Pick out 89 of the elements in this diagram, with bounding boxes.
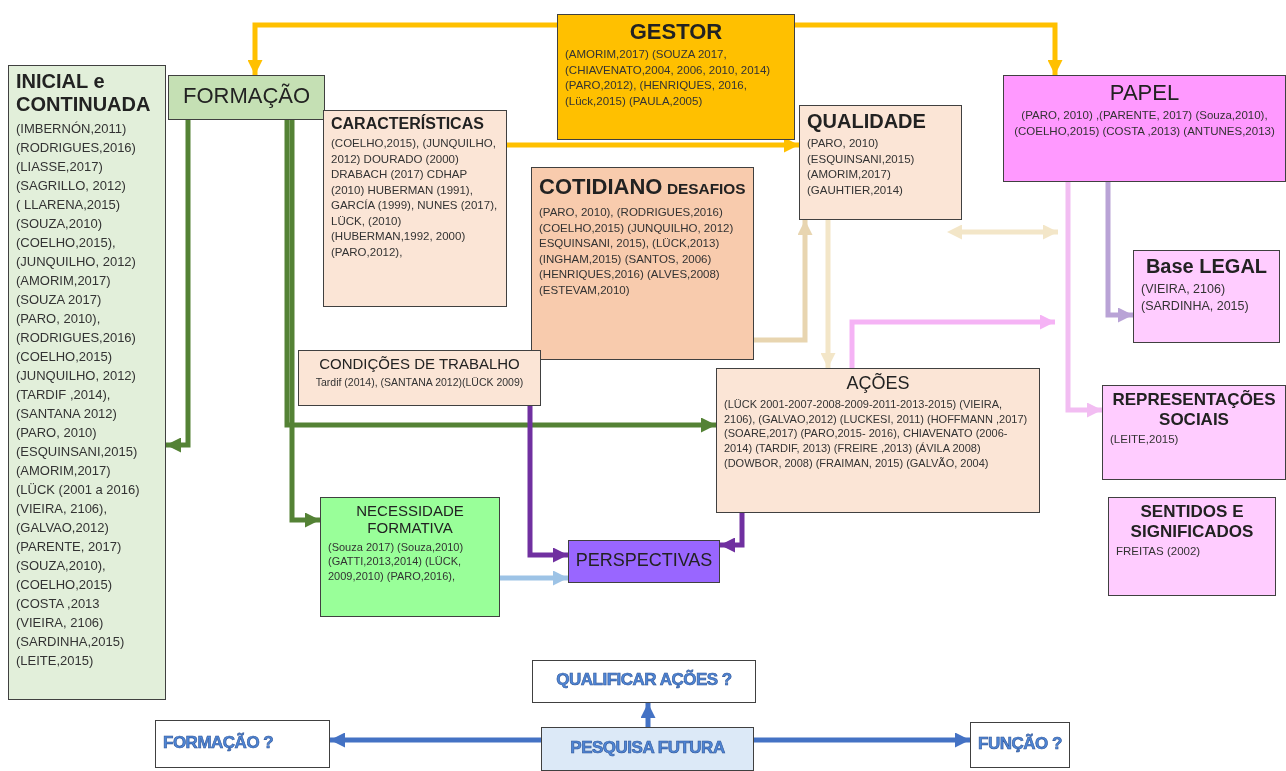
topic-box [298, 350, 541, 406]
reference-text: (PARO, 2010), (RODRIGUES,2016) (COELHO,2015) (JUNQUILHO, 2012) ESQUINSANI, 2015), (LÜCK,2013) (INGHAM,2015) (SANTOS, 2006) (HENRIQUES,2016) (ALVES,2008) (ESTEVAM,2010) [539, 205, 735, 298]
box-heading: PESQUISA FUTURA [570, 737, 725, 758]
box-heading: COTIDIANO [539, 174, 663, 199]
reference-text: (ESQUINSANI,2015) [16, 443, 139, 461]
topic-box [1003, 75, 1286, 182]
reference-text: (TARDIF ,2014), [16, 386, 112, 404]
arrow [330, 732, 541, 748]
reference-text: (VIEIRA, 2106) [16, 614, 105, 632]
arrow [247, 22, 557, 75]
reference-text: ( LLARENA,2015) [16, 196, 122, 214]
reference-text: (AMORIM,2017) [16, 272, 112, 290]
box-heading: SENTIDOS E SIGNIFICADOS [1129, 502, 1255, 542]
box-heading: GESTOR [628, 19, 724, 45]
reference-text: (COSTA ,2013 [16, 595, 101, 613]
arrow [947, 224, 1058, 240]
reference-text: (IMBERNÓN,2011) [16, 120, 128, 138]
reference-text: (SANTANA 2012) [16, 405, 118, 423]
box-heading: AÇÕES [845, 373, 911, 394]
reference-text: FREITAS (2002) [1116, 544, 1202, 560]
box-heading: PAPEL [1108, 80, 1181, 106]
question-box [155, 720, 330, 768]
reference-text: (COELHO,2015), (JUNQUILHO, 2012) DOURADO (2000) DRABACH (2017) CDHAP (2010) HUBERMAN (1991), GARCÍA (1999), NUNES (2017), LÜCK, (2010) (HUBERMAN,1992, 2000) (PARO,2012), [331, 136, 499, 260]
reference-text: (RODRIGUES,2016) [16, 329, 137, 347]
topic-box [568, 540, 720, 583]
topic-box [557, 14, 795, 140]
box-heading: NECESSIDADE FORMATIVA [355, 502, 465, 537]
box-heading: PERSPECTIVAS [575, 549, 713, 571]
arrow [754, 220, 813, 343]
box-heading: QUALIDADE [807, 110, 927, 133]
topic-box [8, 65, 166, 700]
reference-text: (PARENTE, 2017) [16, 538, 123, 556]
arrow [754, 732, 970, 748]
reference-text: (AMORIM,2017) [16, 462, 112, 480]
arrow [500, 570, 568, 586]
reference-text: (SOUZA,2010) [16, 215, 103, 233]
box-heading: QUALIFICAR AÇÕES ? [556, 670, 732, 690]
reference-text: (SARDINHA,2015) [16, 633, 126, 651]
reference-text: (AMORIM,2017) (SOUZA 2017, (CHIAVENATO,2004, 2006, 2010, 2014) (PARO,2012), (HENRIQUES, 2016, (Lück,2015) (PAULA,2005) [565, 47, 772, 109]
box-heading: REPRESENTAÇÕES SOCIAIS [1111, 390, 1277, 430]
question-box [970, 722, 1070, 768]
reference-text: (PARO, 2010) (ESQUINSANI,2015) (AMORIM,2017) (GAUHTIER,2014) [807, 136, 916, 198]
reference-text: (LÜCK 2001-2007-2008-2009-2011-2013-2015) (VIEIRA, 2106), (GALVAO,2012) (LUCKESI, 2011) (HOFFMANN ,2017) (SOARE,2017) (PARO,2015- 2016), CHIAVENATO (2006-2014) (TARDIF, 2013) (FREIRE ,2013) (ÁVILA 2008) (DOWBOR, 2008) (FRAIMAN, 2015) (GALVÃO, 2004) [724, 396, 1029, 471]
reference-text: (RODRIGUES,2016) [16, 139, 137, 157]
arrow [720, 513, 745, 553]
reference-text: (VIEIRA, 2106), [16, 500, 109, 518]
box-subheading: DESAFIOS [666, 180, 746, 197]
reference-text: (SAGRILLO, 2012) [16, 177, 127, 195]
topic-box [1102, 385, 1286, 480]
box-heading: CONDIÇÕES DE TRABALHO [318, 355, 521, 373]
topic-box [799, 105, 962, 220]
reference-text: (Souza 2017) (Souza,2010) (GATTI,2013,2014) (LÜCK, 2009,2010) (PARO,2016), [328, 539, 465, 585]
reference-text: (LEITE,2015) [16, 652, 95, 670]
topic-box [1133, 250, 1280, 343]
reference-text: (LEITE,2015) [1110, 432, 1180, 448]
reference-text: (JUNQUILHO, 2012) [16, 367, 137, 385]
topic-box [1108, 497, 1276, 596]
box-heading: INICIAL e CONTINUADA [16, 70, 152, 116]
question-box [532, 660, 756, 703]
box-heading: CARACTERÍSTICAS [331, 115, 485, 134]
box-heading: Base LEGAL [1144, 255, 1269, 278]
reference-text: (COELHO,2015) [16, 348, 114, 366]
reference-text: (VIEIRA, 2106) (SARDINHA, 2015) [1141, 281, 1250, 315]
reference-text: (GALVAO,2012) [16, 519, 110, 537]
reference-text: (COELHO,2015) [16, 576, 114, 594]
reference-text: Tardif (2014), (SANTANA 2012)(LÜCK 2009) [314, 375, 525, 390]
box-heading: FUNÇÃO ? [978, 733, 1062, 754]
reference-text: (SOUZA,2010), [16, 557, 107, 575]
reference-text: (LIASSE,2017) [16, 158, 104, 176]
reference-text: (PARO, 2010) ,(PARENTE, 2017) (Souza,2010), (COELHO,2015) (COSTA ,2013) (ANTUNES,2013) [1013, 108, 1276, 139]
reference-text: (LÜCK (2001 a 2016) [16, 481, 141, 499]
reference-text: (JUNQUILHO, 2012) [16, 253, 137, 271]
arrow [795, 22, 1063, 75]
arrow [289, 120, 320, 528]
reference-text: (SOUZA 2017) [16, 291, 103, 309]
reference-text: (PARO, 2010) [16, 424, 98, 442]
topic-box [320, 497, 500, 617]
reference-text: (COELHO,2015), [16, 234, 117, 252]
topic-box [323, 110, 507, 307]
topic-box [716, 368, 1040, 513]
arrow [284, 120, 716, 433]
topic-box [168, 75, 325, 120]
box-heading: FORMAÇÃO ? [163, 732, 274, 753]
question-box [541, 727, 754, 771]
arrow [640, 703, 656, 727]
reference-text: (PARO, 2010), [16, 310, 102, 328]
topic-box [531, 167, 754, 360]
box-heading: FORMAÇÃO [182, 83, 311, 109]
arrow [166, 120, 191, 453]
